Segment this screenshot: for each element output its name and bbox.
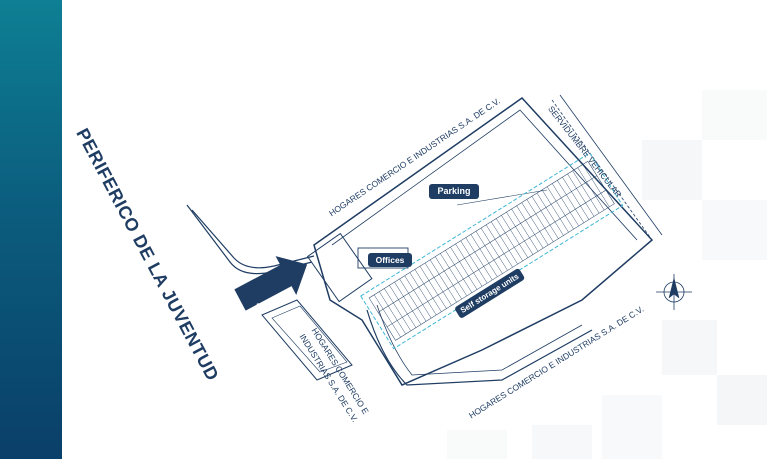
storage-unit-divider xyxy=(536,192,564,236)
storage-unit-divider xyxy=(475,231,503,274)
decorative-tile xyxy=(717,375,767,425)
easement-line xyxy=(551,99,653,241)
storage-unit-divider xyxy=(582,164,610,207)
offices-label: Offices xyxy=(368,253,412,267)
storage-unit-divider xyxy=(435,256,462,300)
decorative-tile xyxy=(532,425,592,459)
storage-unit-divider xyxy=(445,250,473,293)
parking-label: Parking xyxy=(429,184,479,199)
driveway-curve xyxy=(366,309,593,386)
storage-units-block xyxy=(360,152,624,350)
storage-unit-divider xyxy=(562,177,590,220)
storage-unit-divider xyxy=(373,294,401,338)
storage-unit-divider xyxy=(394,281,422,325)
storage-unit-divider xyxy=(379,291,406,335)
inner-boundary xyxy=(331,109,638,246)
storage-unit-divider xyxy=(572,170,600,214)
storage-unit-divider xyxy=(557,180,585,223)
neighbor-left-block xyxy=(261,299,353,381)
storage-unit-divider xyxy=(485,224,513,268)
storage-unit-divider xyxy=(389,285,417,328)
storage-unit-divider xyxy=(552,183,579,227)
storage-unit-divider xyxy=(384,288,412,331)
storage-unit-divider xyxy=(455,243,483,287)
storage-unit-divider xyxy=(577,167,605,211)
storage-unit-divider xyxy=(526,199,554,242)
storage-unit-divider xyxy=(429,259,457,303)
storage-unit-divider xyxy=(460,240,488,284)
storage-unit-divider xyxy=(506,212,534,255)
storage-unit-divider xyxy=(404,275,432,319)
storage-unit-divider xyxy=(496,218,523,262)
compass-north-arrow-icon xyxy=(656,274,692,310)
neighbor-left-block-inner xyxy=(271,305,348,373)
storage-unit-divider xyxy=(440,253,467,296)
storage-unit-divider xyxy=(541,189,569,233)
storage-unit-divider xyxy=(414,269,442,312)
storage-unit-divider xyxy=(470,234,498,277)
storage-unit-divider xyxy=(531,196,559,239)
parking-row xyxy=(456,189,548,206)
storage-unit-divider xyxy=(465,237,493,281)
storage-unit-divider xyxy=(424,262,452,306)
storage-unit-divider xyxy=(419,266,447,309)
access-arrow-icon xyxy=(234,256,308,311)
storage-unit-divider xyxy=(450,247,478,290)
decorative-tile xyxy=(447,430,507,459)
property-boundary xyxy=(313,97,654,386)
storage-unit-divider xyxy=(546,186,574,230)
easement-line-2 xyxy=(559,94,663,236)
decorative-tile xyxy=(702,90,767,140)
decorative-tile xyxy=(602,395,662,459)
storage-unit-divider xyxy=(567,173,595,217)
decorative-tile xyxy=(642,140,702,200)
storage-unit-divider xyxy=(501,215,529,258)
storage-unit-divider xyxy=(399,278,427,322)
road-edge-inner xyxy=(191,209,315,269)
driveway-curve-inner xyxy=(376,304,583,376)
storage-unit-divider xyxy=(511,208,539,252)
decorative-tile xyxy=(662,320,717,375)
storage-unit-divider xyxy=(521,202,549,246)
storage-unit-divider xyxy=(409,272,437,316)
site-plan-drawing xyxy=(186,94,692,386)
storage-unit-divider xyxy=(516,205,544,249)
sidebar-accent-bar xyxy=(0,0,62,459)
decorative-tile xyxy=(702,200,767,260)
storage-unit-divider xyxy=(480,227,508,271)
site-plan-canvas: PERIFERICO DE LA JUVENTUD HOGARES COMERC… xyxy=(62,0,767,459)
storage-unit-divider xyxy=(491,221,518,265)
gate-structure xyxy=(306,232,373,303)
